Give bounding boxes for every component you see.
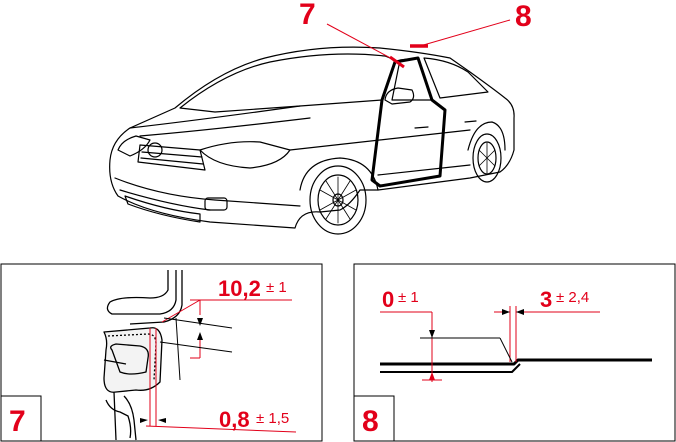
car-drawing bbox=[109, 46, 515, 235]
panel-8-frame bbox=[353, 263, 676, 442]
callout-7-marker bbox=[389, 55, 405, 69]
callout-8-label: 8 bbox=[515, 0, 532, 33]
panel-7-frame bbox=[0, 263, 323, 442]
panel-7-dim-top-tol: ± 1 bbox=[266, 279, 287, 296]
panel-7-dim-top-value: 10,2 bbox=[218, 276, 261, 301]
panel-8-dim-right-tol: ± 2,4 bbox=[556, 289, 589, 306]
panel-8: 8 0 ± 1 3 ± 2,4 bbox=[353, 263, 676, 442]
panel-8-dim-left-tol: ± 1 bbox=[398, 289, 419, 306]
callout-8-leader bbox=[419, 19, 511, 47]
panel-8-number: 8 bbox=[362, 405, 379, 438]
seal-section-drawing bbox=[103, 270, 183, 441]
panel-7-number: 7 bbox=[9, 405, 26, 438]
callout-7-leader bbox=[326, 23, 399, 63]
panel-8-dim-left-value: 0 bbox=[382, 287, 394, 312]
panel-8-dim-right-value: 3 bbox=[540, 287, 552, 312]
panel-7-number-box bbox=[0, 395, 42, 442]
callout-7-label: 7 bbox=[299, 0, 316, 31]
panel-7-dim-bottom-tol: ± 1,5 bbox=[256, 410, 289, 427]
panel-8-number-box bbox=[353, 395, 395, 442]
panel-7-dim-bottom-value: 0,8 bbox=[219, 407, 250, 432]
panel-7: 7 bbox=[0, 263, 323, 442]
door-seal-outline bbox=[370, 56, 447, 188]
